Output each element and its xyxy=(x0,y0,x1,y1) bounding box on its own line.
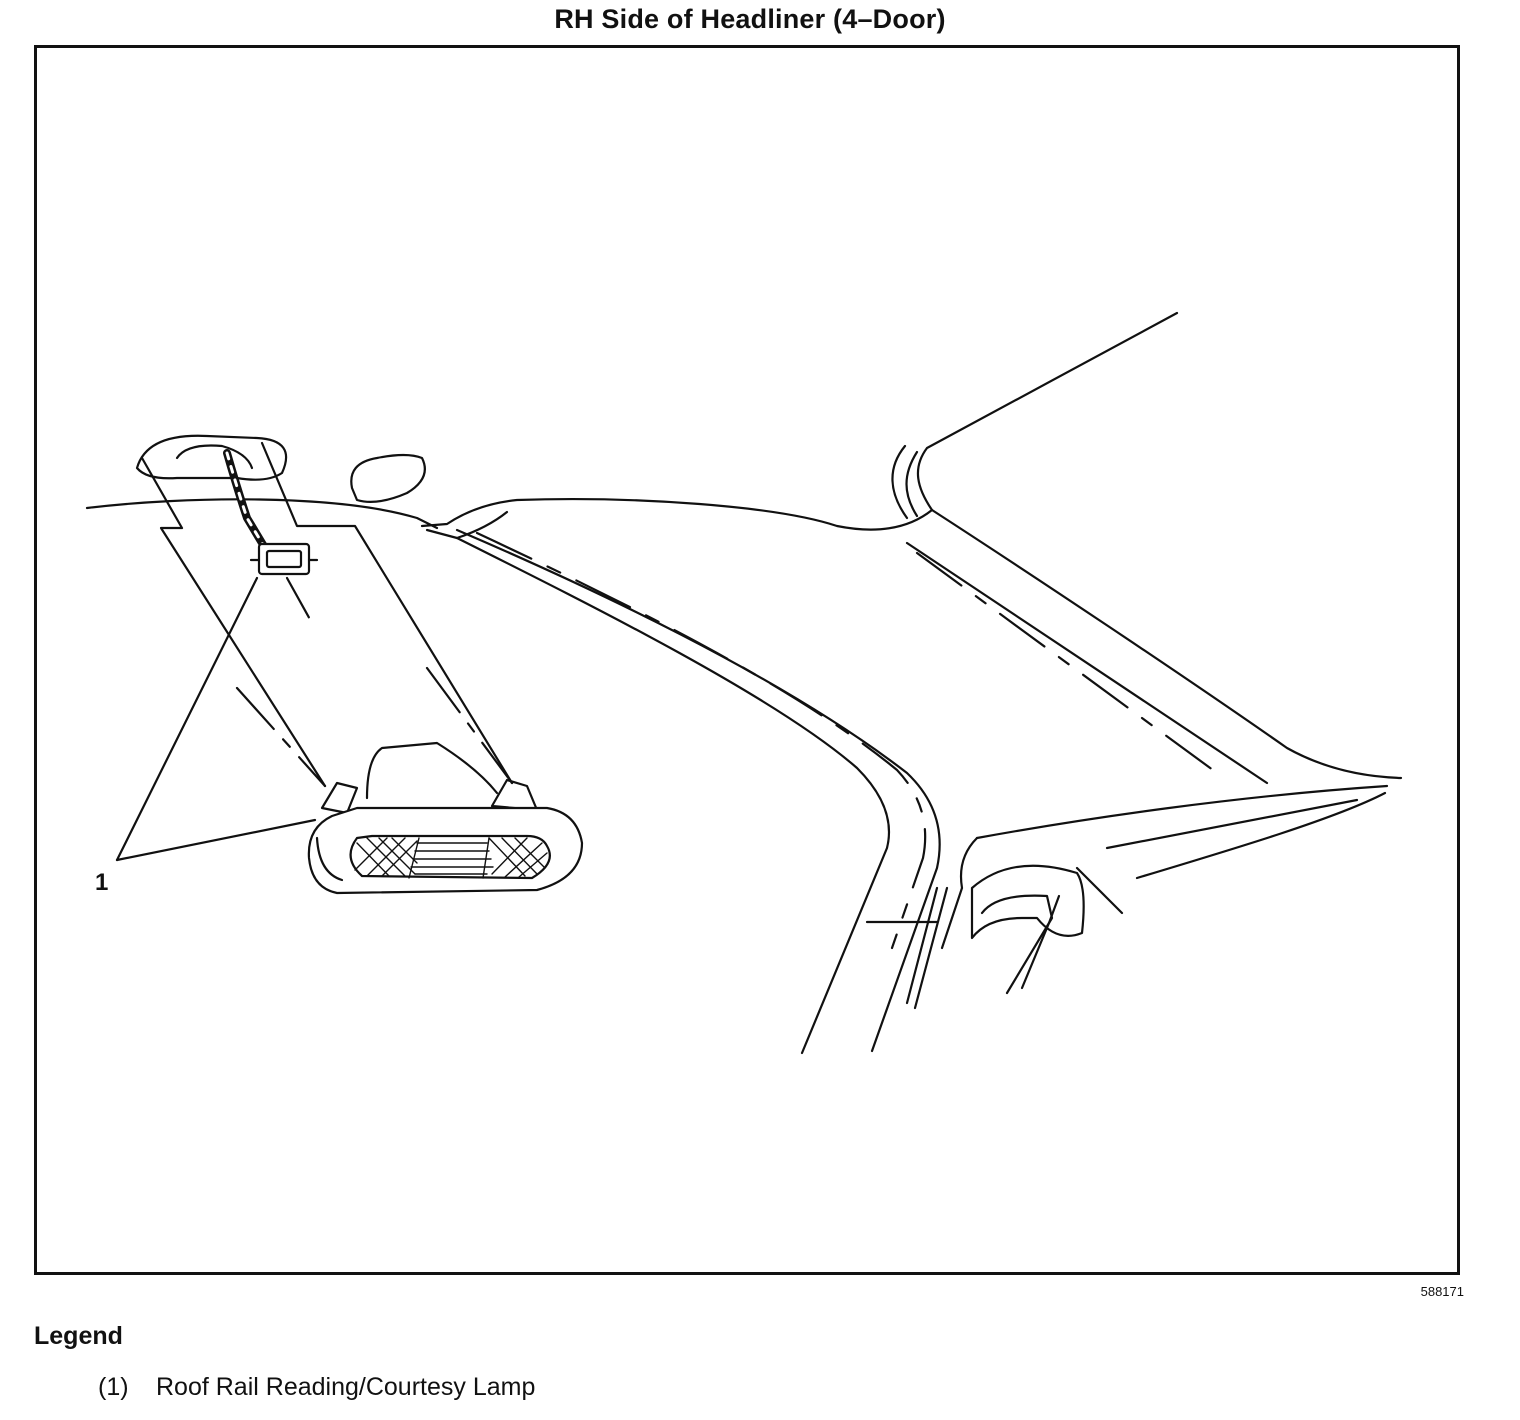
lamp-clip-left xyxy=(320,781,359,815)
wiring-harness xyxy=(223,449,269,552)
lamp-lens-grille xyxy=(408,837,494,879)
rear-window-top-inner-2 xyxy=(905,450,919,518)
projection-right xyxy=(260,441,514,785)
front-grommet xyxy=(135,434,288,481)
headliner-front-edge xyxy=(85,498,439,530)
projection-left-dash xyxy=(235,686,327,788)
rear-pillar-dash xyxy=(915,551,1219,775)
rear-window-top-inner xyxy=(891,444,909,520)
lamp-lens xyxy=(349,834,551,880)
lamp-lens-hatch-left xyxy=(354,837,418,877)
lamp-bulb-housing xyxy=(365,741,499,800)
roof-rail-outer xyxy=(455,536,891,1055)
lamp-bezel-lip xyxy=(315,836,344,882)
lamp-lens-hatch-right xyxy=(488,837,548,878)
legend-item-text: Roof Rail Reading/Courtesy Lamp xyxy=(156,1373,536,1401)
rear-grommet xyxy=(970,864,1085,940)
rear-quarter-mid xyxy=(1105,798,1359,850)
rear-window-top xyxy=(916,311,1179,512)
a-pillar-junction xyxy=(420,498,934,531)
legend-item-number: (1) xyxy=(98,1373,129,1401)
diagram-title: RH Side of Headliner (4–Door) xyxy=(554,4,946,34)
courtesy-lamp xyxy=(307,741,584,895)
roof-rail-dash xyxy=(475,531,927,950)
connector-centerline xyxy=(285,576,314,625)
rear-pillar-inner xyxy=(905,541,1269,785)
rear-pillar-outer xyxy=(930,508,1403,780)
rear-quarter-curve-2 xyxy=(1075,866,1124,915)
callout-1-leader-lamp xyxy=(115,818,317,862)
figure-number: 588171 xyxy=(1420,1284,1464,1299)
lamp-clip-right xyxy=(490,778,539,812)
diagram-frame: 1 xyxy=(34,45,1460,1275)
front-grommet-hole xyxy=(175,444,254,470)
headliner-illustration: 1 xyxy=(85,311,1403,1055)
rear-grommet-inner-2 xyxy=(1020,894,1061,990)
callout-1-label: 1 xyxy=(95,869,108,896)
rear-grommet-inner xyxy=(980,894,1054,995)
roof-rail-inner xyxy=(455,528,941,1053)
rear-quarter-curve xyxy=(940,836,979,950)
rear-quarter-lower xyxy=(1135,791,1387,880)
projection-left xyxy=(140,456,327,788)
callout-1-leader-connector xyxy=(115,576,259,862)
legend-heading: Legend xyxy=(34,1322,123,1350)
legend-item: (1) Roof Rail Reading/Courtesy Lamp xyxy=(98,1373,535,1402)
projection-right-dash xyxy=(425,666,514,785)
headliner-cutout xyxy=(350,453,426,503)
b-pillar-line-1 xyxy=(905,886,939,1005)
rear-quarter-upper xyxy=(975,784,1389,840)
harness-connector xyxy=(249,542,319,576)
b-pillar-line-2 xyxy=(913,886,949,1010)
